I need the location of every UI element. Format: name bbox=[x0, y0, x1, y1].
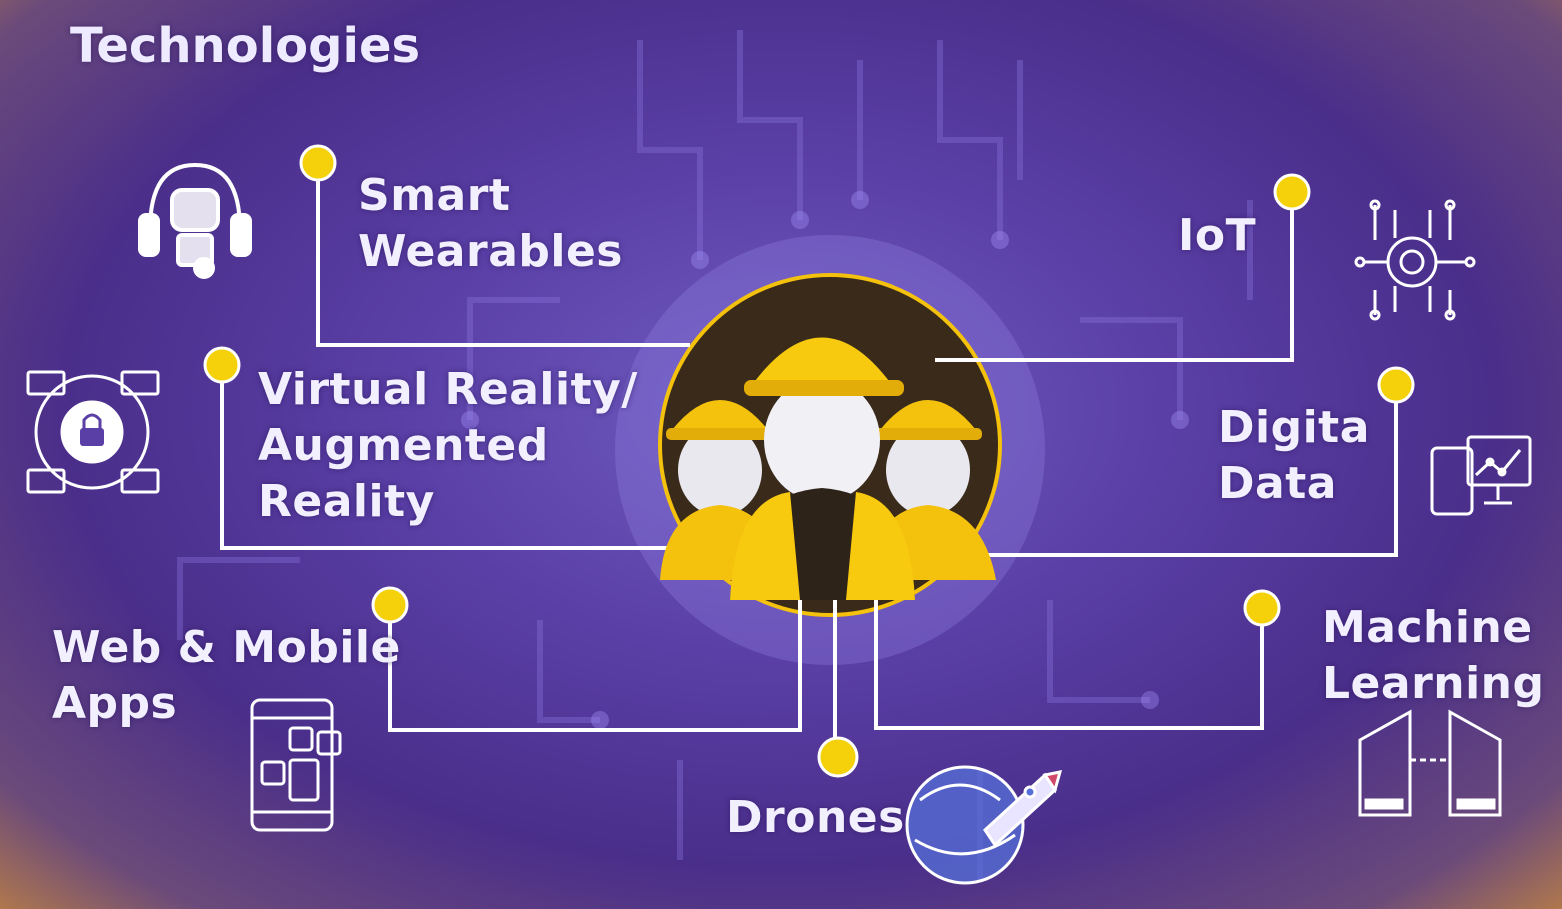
node-drones bbox=[817, 736, 859, 778]
circuit-pads bbox=[461, 191, 1189, 729]
label-digital-data: Digita Data bbox=[1218, 402, 1370, 509]
slide-title: Technologies bbox=[70, 18, 421, 74]
node-web-mobile bbox=[371, 586, 409, 624]
servers-connect-icon bbox=[1358, 709, 1502, 817]
mobile-apps-icon bbox=[250, 698, 342, 832]
label-vr-ar: Virtual Reality/ Augmented Reality bbox=[258, 364, 638, 527]
label-web-mobile: Web & Mobile Apps bbox=[52, 622, 401, 729]
label-iot: IoT bbox=[1178, 210, 1257, 261]
headset-robot-icon bbox=[138, 162, 252, 279]
globe-rocket-icon bbox=[905, 765, 1063, 885]
node-vr-ar bbox=[203, 346, 241, 384]
node-smart-wearables bbox=[299, 144, 337, 182]
connector-vr-ar bbox=[220, 365, 745, 550]
connector-machine-learning bbox=[874, 570, 1264, 730]
connector-web-mobile bbox=[388, 570, 802, 732]
label-machine-learning: Machine Learning bbox=[1322, 602, 1545, 709]
node-machine-learning bbox=[1243, 589, 1281, 627]
node-digital-data bbox=[1377, 366, 1415, 404]
network-lock-icon bbox=[26, 370, 160, 494]
workers-hardhat-icon bbox=[660, 337, 996, 600]
connector-digital-data bbox=[920, 385, 1398, 557]
connector-smart-wearables bbox=[316, 165, 690, 347]
node-dots bbox=[203, 144, 1415, 778]
node-iot bbox=[1273, 173, 1311, 211]
label-smart-wearables: Smart Wearables bbox=[358, 170, 623, 277]
chip-circuit-icon bbox=[1354, 199, 1476, 321]
connectors bbox=[220, 165, 1398, 755]
devices-chart-icon bbox=[1430, 435, 1532, 516]
label-drones: Drones bbox=[726, 792, 905, 843]
connector-iot bbox=[935, 192, 1294, 362]
